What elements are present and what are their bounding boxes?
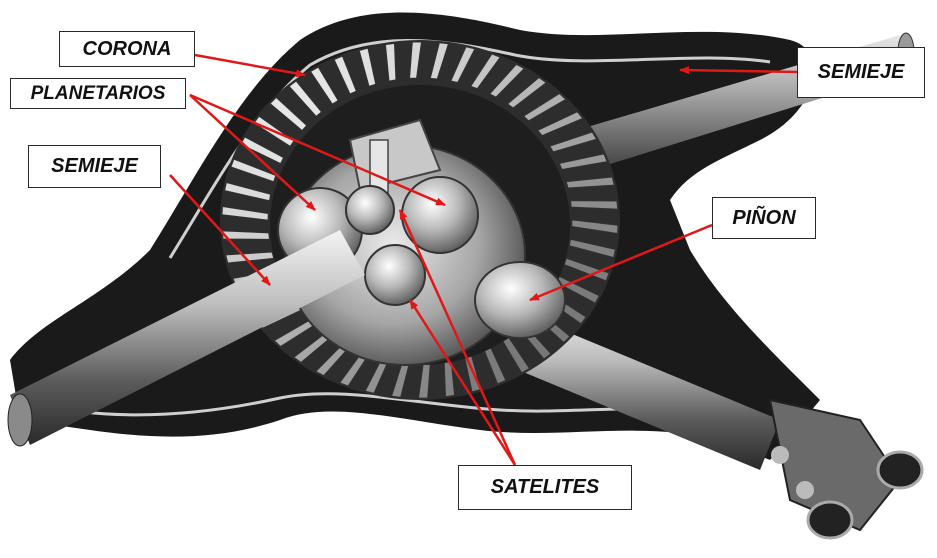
label-satelites: SATELITES <box>458 465 632 510</box>
label-semieje-left: SEMIEJE <box>28 145 161 188</box>
pinion-gear <box>475 262 565 338</box>
label-semieje-right: SEMIEJE <box>797 47 925 98</box>
label-planetarios: PLANETARIOS <box>10 78 186 109</box>
label-corona: CORONA <box>59 31 195 67</box>
label-pinon: PIÑON <box>712 197 816 239</box>
